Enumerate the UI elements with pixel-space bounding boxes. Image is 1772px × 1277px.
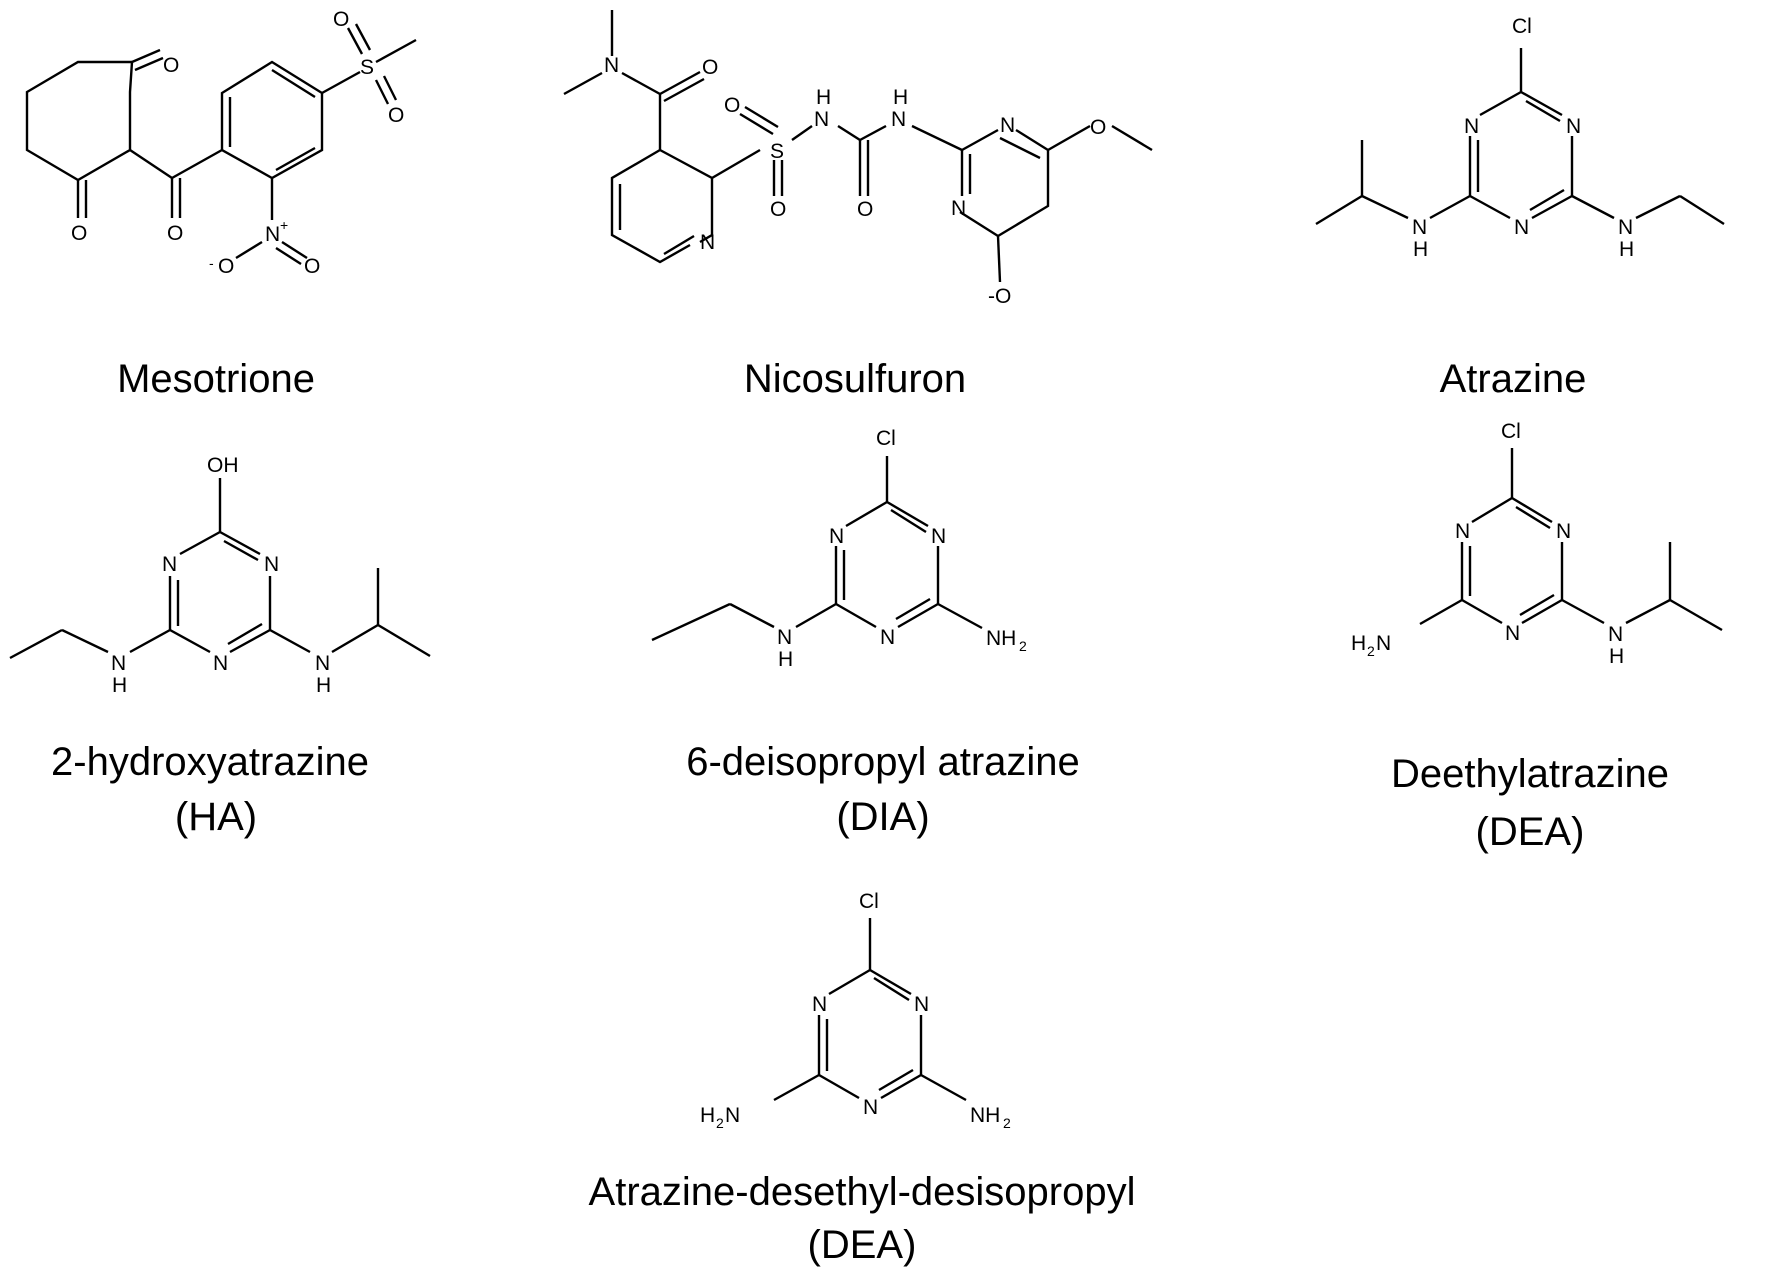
atom-cl: Cl	[1512, 15, 1532, 38]
atom-s: S	[360, 56, 374, 79]
atom-n: N	[1514, 216, 1529, 239]
atom-n: N	[814, 108, 829, 131]
atom-h: H	[1619, 238, 1634, 261]
atom-n: N	[829, 525, 844, 548]
atom-h2n: H	[1351, 632, 1366, 655]
atom-h: H	[816, 86, 831, 109]
compound-abbrev-dia: (DIA)	[836, 795, 929, 839]
atom-o: O	[724, 94, 740, 117]
atom-n: N	[914, 993, 929, 1016]
atom-n: N	[1376, 632, 1391, 655]
atom-n: N	[1608, 623, 1623, 646]
atom-o: O	[388, 104, 404, 127]
charge-plus: +	[280, 217, 288, 233]
atom-cl: Cl	[876, 427, 896, 450]
atom-o-minus: -O	[988, 285, 1011, 308]
atom-cl: Cl	[859, 890, 879, 913]
atom-s: S	[770, 140, 784, 163]
compound-abbrev-ha: (HA)	[175, 795, 257, 839]
atom-o-minus: O	[218, 255, 234, 278]
atom-o: O	[167, 222, 183, 245]
atom-h2n: H	[700, 1104, 715, 1127]
atom-n: N	[1505, 622, 1520, 645]
compound-abbrev-dedia: (DEA)	[808, 1223, 917, 1267]
atom-o: O	[857, 198, 873, 221]
atom-n: N	[604, 54, 619, 77]
atom-n: N	[700, 231, 715, 254]
atom-n-plus: N	[265, 223, 280, 246]
atom-n: N	[931, 525, 946, 548]
atom-nh2: NH	[970, 1104, 1000, 1127]
subscript-2: 2	[1003, 1115, 1011, 1131]
atrazine-structure: Cl N N N N H N H Atrazine	[1315, 15, 1725, 401]
dedia-structure: Cl N N N H 2 N NH 2 Atrazine-desethyl-de…	[589, 890, 1136, 1267]
mesotrione-structure: O O O S O O N + O O - Mesotrione	[25, 8, 417, 401]
subscript-2: 2	[716, 1115, 724, 1131]
compound-name-dia: 6-deisopropyl atrazine	[686, 740, 1080, 784]
atom-nh2: NH	[986, 627, 1016, 650]
compound-abbrev-dea: (DEA)	[1476, 810, 1585, 854]
subscript-2: 2	[1367, 643, 1375, 659]
atom-h: H	[1413, 238, 1428, 261]
compound-name-mesotrione: Mesotrione	[117, 357, 315, 401]
atom-n: N	[951, 197, 966, 220]
atom-n: N	[863, 1096, 878, 1119]
atom-n: N	[1412, 216, 1427, 239]
charge-minus: -	[209, 255, 214, 271]
dia-structure: Cl N N N N H NH 2 6-deisopropyl atrazine…	[651, 427, 1080, 839]
nicosulfuron-structure: N O N S O O N H O N H N N O -O Nicosulfu…	[563, 10, 1153, 401]
atom-o: O	[304, 255, 320, 278]
compound-name-dea: Deethylatrazine	[1391, 752, 1669, 796]
compound-name-hydroxyatrazine: 2-hydroxyatrazine	[51, 740, 369, 784]
dea-structure: Cl N N N H 2 N N H Deethylatrazine (DEA)	[1351, 420, 1723, 854]
subscript-2: 2	[1019, 638, 1027, 654]
hydroxyatrazine-structure: OH N N N N H N H 2-hydroxyatrazine (HA)	[9, 454, 431, 839]
atom-n: N	[1455, 520, 1470, 543]
atom-n: N	[1566, 115, 1581, 138]
atom-n: N	[111, 652, 126, 675]
atom-n: N	[1000, 114, 1015, 137]
atom-n: N	[891, 108, 906, 131]
atom-n: N	[725, 1104, 740, 1127]
compound-name-dedia: Atrazine-desethyl-desisopropyl	[589, 1170, 1136, 1214]
atom-n: N	[1464, 115, 1479, 138]
atom-o: O	[71, 222, 87, 245]
atom-n: N	[777, 626, 792, 649]
atom-n: N	[1556, 520, 1571, 543]
atom-o: O	[702, 56, 718, 79]
compound-name-atrazine: Atrazine	[1440, 357, 1587, 401]
atom-n: N	[264, 553, 279, 576]
atom-n: N	[315, 652, 330, 675]
atom-n: N	[213, 652, 228, 675]
atom-o: O	[163, 54, 179, 77]
atom-n: N	[812, 993, 827, 1016]
atom-h: H	[893, 86, 908, 109]
atom-h: H	[316, 674, 331, 697]
atom-oh: OH	[207, 454, 239, 477]
atom-cl: Cl	[1501, 420, 1521, 443]
compound-name-nicosulfuron: Nicosulfuron	[744, 357, 966, 401]
atom-n: N	[880, 626, 895, 649]
atom-h: H	[112, 674, 127, 697]
atom-n: N	[1618, 216, 1633, 239]
atom-h: H	[1609, 645, 1624, 668]
atom-o: O	[770, 198, 786, 221]
atom-h: H	[778, 648, 793, 671]
atom-o: O	[1090, 116, 1106, 139]
atom-n: N	[162, 553, 177, 576]
atom-o: O	[333, 8, 349, 31]
